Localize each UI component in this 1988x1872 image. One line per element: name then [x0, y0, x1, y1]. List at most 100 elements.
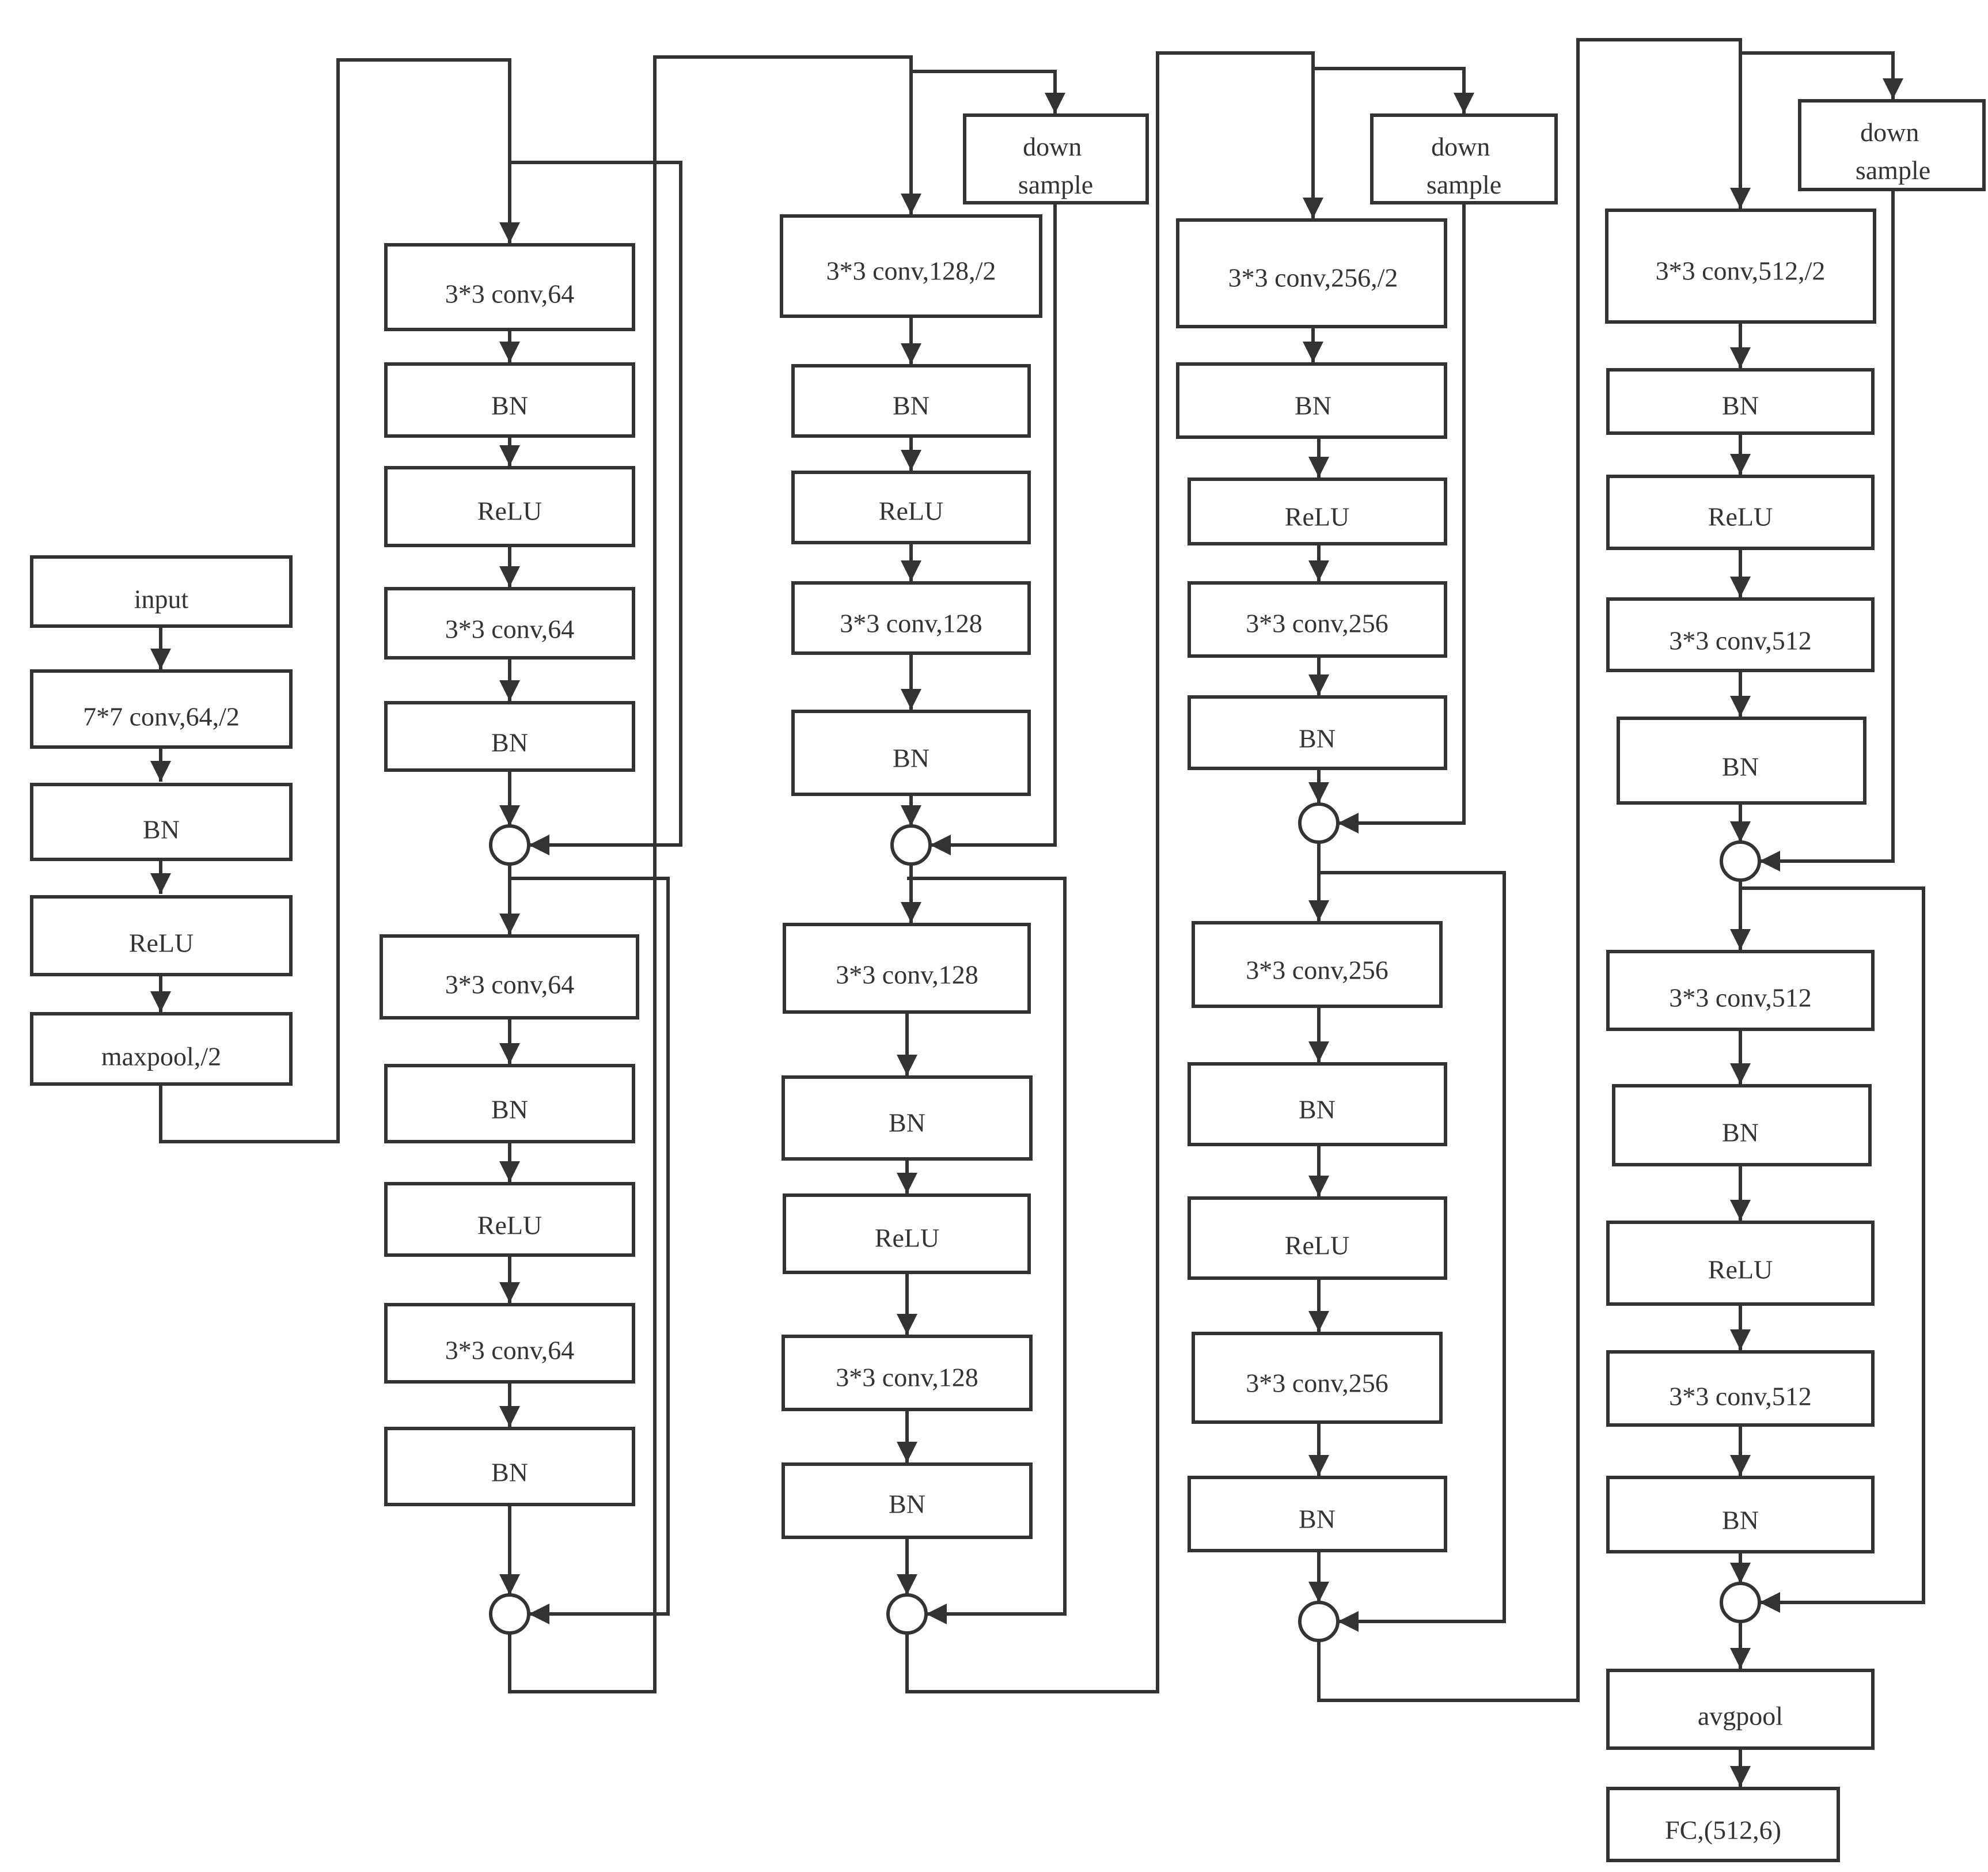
l3-b1-relu-label: ReLU — [1285, 502, 1349, 532]
l1-b1-bn2-box: BN — [384, 701, 635, 772]
l1-b2-bn2-label: BN — [491, 1458, 528, 1487]
stem-relu-box: ReLU — [30, 895, 293, 976]
l4-b2-relu-label: ReLU — [1708, 1255, 1773, 1284]
l4-downsample-label: down sample — [1856, 118, 1930, 185]
l3-b2-conv2-box: 3*3 conv,256 — [1192, 1332, 1443, 1424]
l2-b2-bn2-box: BN — [781, 1462, 1033, 1539]
l4-b1-conv1-box: 3*3 conv,512,/2 — [1605, 209, 1876, 324]
edge-l4-to-downsample — [1740, 51, 1903, 99]
l1-b2-relu-box: ReLU — [384, 1182, 635, 1257]
edge-l1b1-skip — [510, 161, 682, 855]
l4-downsample-label-line2: sample — [1856, 156, 1930, 185]
l4-b1-bn1-label: BN — [1722, 391, 1759, 420]
input-box: input — [30, 555, 293, 628]
l2-b2-conv1-box: 3*3 conv,128 — [783, 923, 1031, 1014]
edge-stem-pool-to-layer1 — [159, 58, 520, 1143]
add-node-l3-b2 — [1298, 1601, 1340, 1642]
l3-b2-bn1-label: BN — [1299, 1095, 1336, 1124]
l2-b2-relu-box: ReLU — [783, 1193, 1031, 1274]
l4-b1-relu-box: ReLU — [1606, 475, 1875, 550]
l2-b1-bn2-box: BN — [791, 710, 1031, 796]
edge-l2-downsample-to-add — [930, 203, 1057, 855]
l1-b2-bn2-box: BN — [384, 1427, 635, 1506]
l2-b2-conv2-box: 3*3 conv,128 — [781, 1335, 1033, 1411]
l1-b1-conv2-box: 3*3 conv,64 — [384, 587, 635, 660]
edge-l3-to-downsample — [1313, 67, 1474, 113]
l1-b1-conv2-label: 3*3 conv,64 — [445, 615, 574, 644]
edge-l4-downsample-to-add — [1759, 190, 1895, 871]
l3-b1-conv2-label: 3*3 conv,256 — [1246, 609, 1388, 638]
fc-box: FC,(512,6) — [1606, 1787, 1840, 1862]
connections — [150, 38, 1925, 1787]
l2-b1-conv1-box: 3*3 conv,128,/2 — [780, 214, 1042, 318]
l2-downsample-label-line1: down — [1023, 132, 1082, 161]
l2-b2-conv1-label: 3*3 conv,128 — [836, 960, 978, 990]
l2-b2-bn1-label: BN — [889, 1108, 925, 1138]
l4-b1-bn2-label: BN — [1722, 752, 1759, 782]
l2-b1-conv2-box: 3*3 conv,128 — [791, 581, 1031, 655]
l1-b1-relu-box: ReLU — [384, 466, 635, 547]
residual-adders — [489, 802, 1761, 1642]
add-node-l4-b1 — [1720, 840, 1761, 882]
l4-b1-conv1-label: 3*3 conv,512,/2 — [1656, 256, 1826, 286]
l3-b1-conv1-label: 3*3 conv,256,/2 — [1228, 263, 1398, 293]
l1-b1-bn2-label: BN — [491, 728, 528, 757]
l2-b2-bn1-box: BN — [781, 1075, 1033, 1161]
l3-b1-bn1-box: BN — [1176, 362, 1447, 439]
l3-b2-bn2-label: BN — [1299, 1505, 1336, 1534]
l4-b2-relu-box: ReLU — [1606, 1221, 1875, 1306]
add-node-l2-b2 — [886, 1593, 928, 1635]
l4-b1-conv2-box: 3*3 conv,512 — [1606, 597, 1875, 672]
l3-b1-bn2-box: BN — [1188, 695, 1447, 770]
layer-boxes: input 7*7 conv,64,/2 BN ReLU maxpool,/2 … — [30, 99, 1986, 1862]
l2-b1-conv2-label: 3*3 conv,128 — [840, 609, 982, 638]
l3-downsample-label-line2: sample — [1426, 170, 1501, 199]
l2-downsample-box: down sample — [963, 113, 1149, 204]
edge-l3-downsample-to-add — [1338, 203, 1466, 833]
stem-maxpool-label: maxpool,/2 — [101, 1042, 221, 1071]
l1-b1-bn1-box: BN — [384, 362, 635, 438]
l2-b1-bn1-label: BN — [893, 391, 929, 420]
l2-b2-relu-label: ReLU — [875, 1223, 939, 1253]
edge-l4b2-skip — [1740, 886, 1925, 1613]
edge-l2b2-skip — [907, 877, 1067, 1624]
stem-conv-label: 7*7 conv,64,/2 — [83, 702, 240, 732]
stem-conv-box: 7*7 conv,64,/2 — [30, 669, 293, 749]
l3-b2-relu-label: ReLU — [1285, 1231, 1349, 1260]
avgpool-label: avgpool — [1698, 1702, 1783, 1731]
l3-b1-conv1-box: 3*3 conv,256,/2 — [1176, 218, 1447, 328]
l2-b1-bn2-label: BN — [893, 744, 929, 773]
l1-b2-conv2-box: 3*3 conv,64 — [384, 1303, 635, 1384]
l4-b2-conv1-label: 3*3 conv,512 — [1669, 983, 1811, 1013]
l3-b1-conv2-box: 3*3 conv,256 — [1188, 581, 1447, 658]
stem-relu-label: ReLU — [129, 929, 194, 958]
l4-b1-conv2-label: 3*3 conv,512 — [1669, 626, 1811, 655]
l4-b2-conv1-box: 3*3 conv,512 — [1606, 950, 1875, 1031]
avgpool-box: avgpool — [1606, 1669, 1875, 1750]
l3-downsample-box: down sample — [1370, 113, 1558, 204]
add-node-l1-b1 — [489, 824, 530, 866]
add-node-l4-b2 — [1720, 1582, 1761, 1623]
fc-label: FC,(512,6) — [1665, 1816, 1781, 1845]
add-node-l1-b2 — [489, 1593, 530, 1635]
l3-b1-bn2-label: BN — [1299, 724, 1336, 753]
l4-downsample-box: down sample — [1798, 99, 1986, 191]
l3-b2-bn2-box: BN — [1188, 1476, 1447, 1552]
l2-downsample-label: down sample — [1018, 132, 1093, 199]
add-node-l3-b1 — [1298, 802, 1340, 844]
stem-bn-box: BN — [30, 783, 293, 861]
l1-b2-bn1-box: BN — [384, 1064, 635, 1143]
l3-b1-bn1-label: BN — [1295, 391, 1331, 420]
l4-b2-bn1-label: BN — [1722, 1118, 1759, 1147]
l4-b2-conv2-label: 3*3 conv,512 — [1669, 1382, 1811, 1411]
edge-layer3-to-layer4 — [1317, 38, 1751, 1702]
l2-b1-conv1-label: 3*3 conv,128,/2 — [826, 256, 996, 286]
l1-b2-bn1-label: BN — [491, 1095, 528, 1124]
l2-b1-relu-label: ReLU — [879, 497, 943, 526]
l1-b2-conv1-box: 3*3 conv,64 — [380, 934, 639, 1020]
l4-b1-relu-label: ReLU — [1708, 502, 1773, 532]
edge-layer2-to-layer3 — [905, 51, 1323, 1693]
l4-b1-bn1-box: BN — [1606, 368, 1875, 435]
stem-bn-label: BN — [143, 815, 180, 844]
